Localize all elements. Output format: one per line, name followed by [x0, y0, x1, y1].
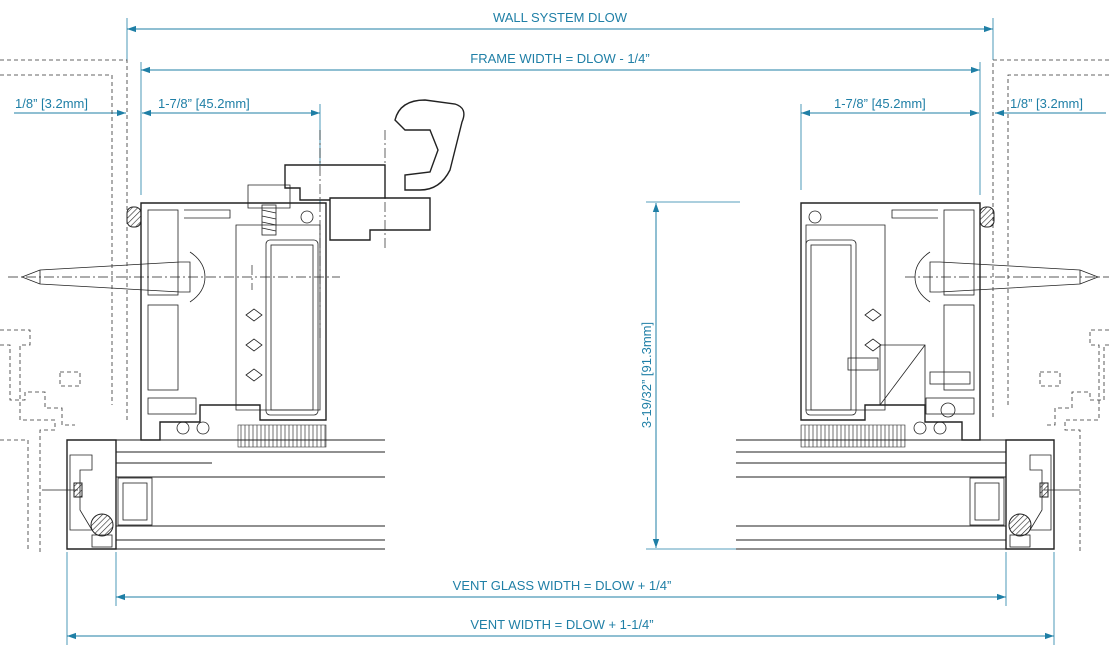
right-gap-label: 1/8” [3.2mm] — [1010, 96, 1083, 111]
dimension-frame-width: FRAME WIDTH = DLOW - 1/4” — [140, 50, 981, 195]
dimension-left-gap: 1/8” [3.2mm] — [14, 96, 126, 117]
left-frame-depth-label: 1-7/8” [45.2mm] — [158, 96, 250, 111]
wall-system-label: WALL SYSTEM DLOW — [493, 10, 628, 25]
right-frame-depth-label: 1-7/8” [45.2mm] — [834, 96, 926, 111]
dimension-right-gap: 1/8” [3.2mm] — [995, 96, 1106, 117]
dimension-vent-width: VENT WIDTH = DLOW + 1-1/4” — [66, 552, 1055, 645]
vent-sash — [42, 424, 1080, 550]
vent-width-label: VENT WIDTH = DLOW + 1-1/4” — [470, 617, 653, 632]
right-frame-profile — [800, 202, 1109, 441]
dimension-right-frame-depth: 1-7/8” [45.2mm] — [800, 96, 979, 190]
frame-width-label: FRAME WIDTH = DLOW - 1/4” — [470, 51, 649, 66]
dimension-wall-system: WALL SYSTEM DLOW — [126, 9, 994, 60]
right-wall-outline — [992, 59, 1109, 552]
dimension-vent-glass-width: VENT GLASS WIDTH = DLOW + 1/4” — [115, 552, 1007, 606]
left-frame-profile — [8, 99, 465, 441]
dimension-frame-height: 3-19/32” [91.3mm] — [639, 201, 740, 550]
left-wall-outline — [0, 59, 128, 552]
frame-height-label: 3-19/32” [91.3mm] — [639, 322, 654, 428]
left-gap-label: 1/8” [3.2mm] — [15, 96, 88, 111]
vent-glass-width-label: VENT GLASS WIDTH = DLOW + 1/4” — [453, 578, 672, 593]
